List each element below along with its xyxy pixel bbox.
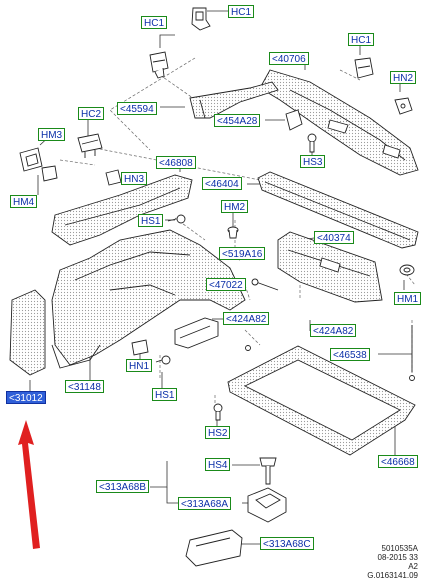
part-tray-313a68c bbox=[185, 529, 243, 567]
part-screw-hs1-bottom bbox=[155, 355, 171, 365]
part-grommet-hm2 bbox=[227, 226, 239, 239]
part-screw-hs4 bbox=[259, 457, 277, 485]
label-31148[interactable]: <31148 bbox=[65, 380, 104, 393]
part-panel-40374 bbox=[277, 231, 383, 303]
label-46808[interactable]: <46808 bbox=[156, 156, 196, 169]
label-hc2[interactable]: HC2 bbox=[78, 107, 105, 120]
label-313a68b[interactable]: <313A68B bbox=[96, 480, 149, 493]
label-hc1-top[interactable]: HC1 bbox=[228, 5, 255, 18]
part-clip-hc1-right bbox=[354, 57, 374, 79]
part-bracket-313a68a bbox=[247, 487, 287, 523]
label-hs1-top[interactable]: HS1 bbox=[138, 214, 164, 227]
part-clip-hc1-top bbox=[191, 7, 211, 31]
part-cover-454a28 bbox=[285, 109, 303, 131]
label-47022[interactable]: <47022 bbox=[206, 278, 246, 291]
label-hm4[interactable]: HM4 bbox=[10, 195, 38, 208]
label-hm3[interactable]: HM3 bbox=[38, 128, 66, 141]
part-trim-40706 bbox=[259, 69, 419, 176]
label-hs4[interactable]: HS4 bbox=[205, 458, 231, 471]
label-hm1[interactable]: HM1 bbox=[394, 292, 422, 305]
label-313a68a[interactable]: <313A68A bbox=[178, 497, 231, 510]
reference-line-3: A2 bbox=[408, 562, 418, 571]
label-hn1[interactable]: HN1 bbox=[126, 359, 153, 372]
part-trim-47022 bbox=[51, 229, 246, 366]
label-424a82-a[interactable]: <424A82 bbox=[223, 312, 270, 325]
part-trim-31148 bbox=[51, 344, 101, 369]
part-clip-hn2 bbox=[394, 97, 413, 115]
diagram-reference: 5010535A 08-2015 33 A2 G.0163141.09 bbox=[367, 544, 418, 580]
label-hn2[interactable]: HN2 bbox=[390, 71, 417, 84]
label-40374[interactable]: <40374 bbox=[314, 231, 354, 244]
part-panel-46404 bbox=[257, 171, 419, 249]
reference-line-1: 5010535A bbox=[381, 544, 418, 553]
part-clip-hn3 bbox=[105, 169, 122, 186]
part-trim-46808 bbox=[51, 174, 193, 246]
label-45594[interactable]: <45594 bbox=[117, 102, 157, 115]
label-hm2[interactable]: HM2 bbox=[221, 200, 249, 213]
label-31012[interactable]: <31012 bbox=[6, 391, 46, 404]
part-bracket-424a82 bbox=[174, 317, 251, 351]
part-screw-hs1-top bbox=[167, 214, 186, 224]
part-clip-hn1 bbox=[131, 339, 149, 356]
label-519a16[interactable]: <519A16 bbox=[219, 247, 266, 260]
label-hc1-right[interactable]: HC1 bbox=[348, 33, 375, 46]
part-screw-hs2 bbox=[213, 403, 223, 421]
part-rod-46538 bbox=[409, 325, 415, 381]
part-trim-45594 bbox=[189, 81, 279, 119]
part-screw-hs3 bbox=[307, 133, 317, 153]
label-46538[interactable]: <46538 bbox=[330, 348, 370, 361]
label-hc1-mid[interactable]: HC1 bbox=[141, 16, 168, 29]
label-hs1-bottom[interactable]: HS1 bbox=[152, 388, 178, 401]
label-hs3[interactable]: HS3 bbox=[300, 155, 326, 168]
part-panel-31012 bbox=[9, 289, 46, 376]
red-arrow-icon bbox=[18, 420, 40, 549]
part-clip-hc1-left bbox=[149, 51, 169, 79]
label-313a68c[interactable]: <313A68C bbox=[260, 537, 314, 550]
label-46668[interactable]: <46668 bbox=[378, 455, 418, 468]
label-40706[interactable]: <40706 bbox=[269, 52, 309, 65]
label-hn3[interactable]: HN3 bbox=[121, 172, 148, 185]
part-clip-hm3 bbox=[19, 147, 58, 182]
part-grommet-hm1 bbox=[399, 264, 415, 276]
label-46404[interactable]: <46404 bbox=[202, 177, 242, 190]
part-bolt-519a16 bbox=[251, 278, 279, 291]
label-454a28[interactable]: <454A28 bbox=[214, 114, 261, 127]
label-424a82-b[interactable]: <424A82 bbox=[310, 324, 357, 337]
label-hs2[interactable]: HS2 bbox=[205, 426, 231, 439]
part-shelf-46668 bbox=[227, 345, 416, 456]
reference-line-4: G.0163141.09 bbox=[367, 571, 418, 580]
reference-line-2: 08-2015 33 bbox=[377, 553, 418, 562]
part-clip-hc2 bbox=[77, 133, 103, 158]
